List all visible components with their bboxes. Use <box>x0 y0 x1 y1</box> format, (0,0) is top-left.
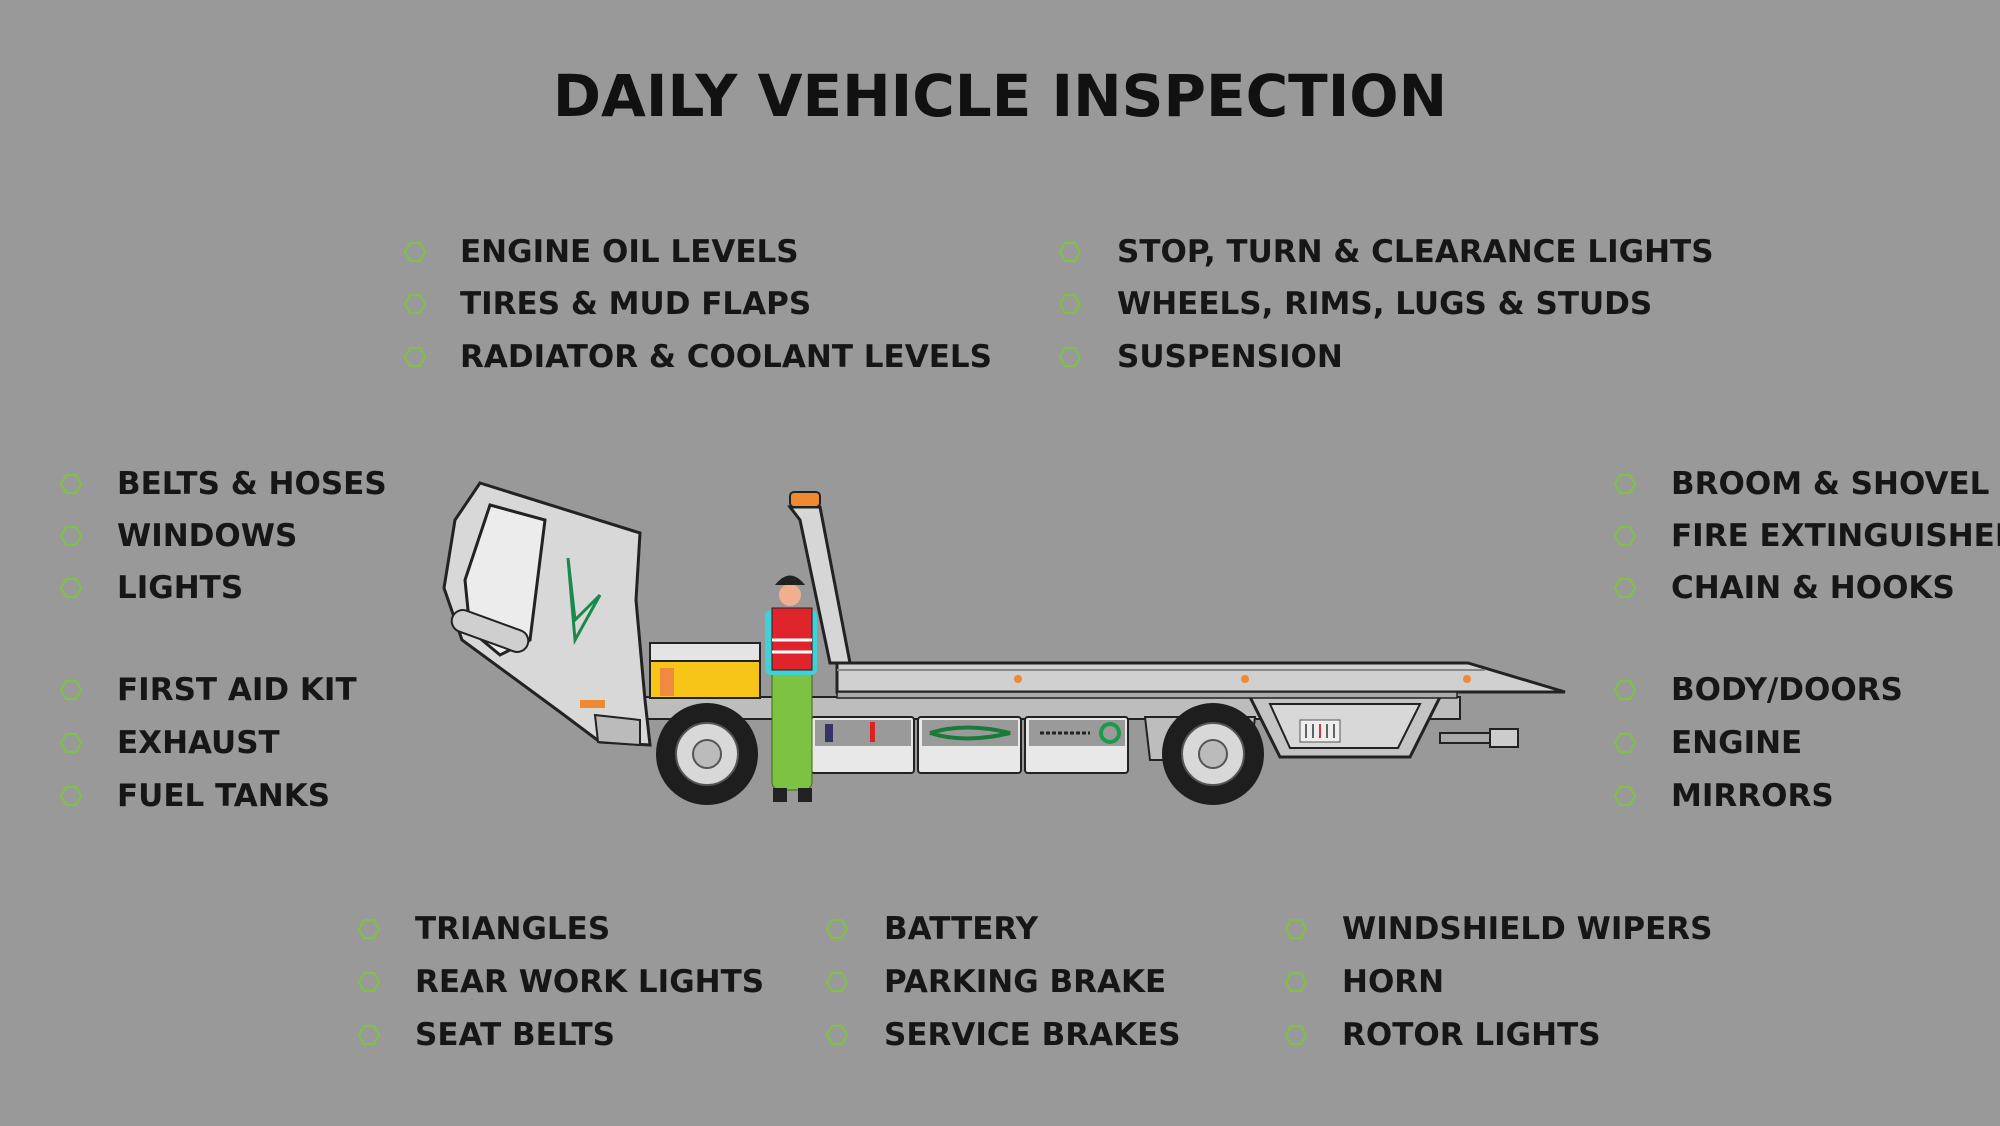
hexagon-checkbox-icon[interactable] <box>404 347 426 367</box>
flatbed-deck <box>835 661 1566 694</box>
checklist-item-label: BROOM & SHOVEL <box>1671 466 1990 502</box>
hexagon-checkbox-icon[interactable] <box>404 242 426 262</box>
hexagon-checkbox-icon[interactable] <box>1614 680 1636 700</box>
hexagon-checkbox-icon[interactable] <box>826 919 848 939</box>
hexagon-checkbox-icon[interactable] <box>60 733 82 753</box>
checklist-item-label: WHEELS, RIMS, LUGS & STUDS <box>1117 286 1653 322</box>
hexagon-checkbox-icon[interactable] <box>1059 294 1081 314</box>
hexagon-checkbox-icon[interactable] <box>826 1025 848 1045</box>
hexagon-checkbox-icon[interactable] <box>358 972 380 992</box>
tow-hitch <box>1439 732 1496 744</box>
hexagon-checkbox-icon[interactable] <box>1614 526 1636 546</box>
tow-truck-illustration <box>442 481 1566 805</box>
beacon-light <box>789 491 821 508</box>
worker-figure <box>765 575 817 802</box>
checklist-item-label: REAR WORK LIGHTS <box>415 964 765 1000</box>
checklist-item-label: TRIANGLES <box>415 911 611 947</box>
checklist-item-label: ENGINE OIL LEVELS <box>460 234 799 270</box>
hexagon-checkbox-icon[interactable] <box>1614 578 1636 598</box>
page-title: DAILY VEHICLE INSPECTION <box>552 62 1448 130</box>
checklist-item-label: BATTERY <box>884 911 1039 947</box>
checklist-item-label: FIRST AID KIT <box>117 672 357 708</box>
checklist-item-label: WINDOWS <box>117 518 298 554</box>
hexagon-checkbox-icon[interactable] <box>1059 347 1081 367</box>
hexagon-checkbox-icon[interactable] <box>1059 242 1081 262</box>
checklist-item-label: BODY/DOORS <box>1671 672 1903 708</box>
hexagon-checkbox-icon[interactable] <box>358 1025 380 1045</box>
checklist-item-label: CHAIN & HOOKS <box>1671 570 1955 606</box>
hexagon-checkbox-icon[interactable] <box>60 578 82 598</box>
checklist-item-label: FUEL TANKS <box>117 778 331 814</box>
checklist-item-label: LIGHTS <box>117 570 244 606</box>
checklist-item-label: SEAT BELTS <box>415 1017 615 1053</box>
hexagon-checkbox-icon[interactable] <box>358 919 380 939</box>
checklist-item-label: WINDSHIELD WIPERS <box>1342 911 1713 947</box>
checklist-item-label: STOP, TURN & CLEARANCE LIGHTS <box>1117 234 1714 270</box>
toolboxes <box>810 716 1129 774</box>
mirror <box>450 609 530 653</box>
hexagon-checkbox-icon[interactable] <box>1614 474 1636 494</box>
hexagon-checkbox-icon[interactable] <box>60 474 82 494</box>
checklist-item-label: FIRE EXTINGUISHER <box>1671 518 2000 554</box>
checklist-item-label: EXHAUST <box>117 725 280 761</box>
checklist-item-label: ROTOR LIGHTS <box>1342 1017 1601 1053</box>
checklist-item-label: BELTS & HOSES <box>117 466 387 502</box>
hexagon-checkbox-icon[interactable] <box>1614 733 1636 753</box>
checklist-item-label: ENGINE <box>1671 725 1803 761</box>
hexagon-checkbox-icon[interactable] <box>404 294 426 314</box>
checklist-item-label: TIRES & MUD FLAPS <box>460 286 812 322</box>
checklist-item-label: HORN <box>1342 964 1445 1000</box>
hexagon-checkbox-icon[interactable] <box>1285 972 1307 992</box>
hexagon-checkbox-icon[interactable] <box>60 680 82 700</box>
checklist-item-label: MIRRORS <box>1671 778 1834 814</box>
checklist-item-label: SERVICE BRAKES <box>884 1017 1181 1053</box>
hexagon-checkbox-icon[interactable] <box>1285 919 1307 939</box>
hexagon-checkbox-icon[interactable] <box>1614 786 1636 806</box>
hexagon-checkbox-icon[interactable] <box>60 526 82 546</box>
hexagon-checkbox-icon[interactable] <box>826 972 848 992</box>
hexagon-checkbox-icon[interactable] <box>60 786 82 806</box>
front-wheel <box>656 703 758 805</box>
checklist-item-label: SUSPENSION <box>1117 339 1343 375</box>
checklist-item-label: PARKING BRAKE <box>884 964 1167 1000</box>
rear-wheel <box>1162 703 1264 805</box>
hexagon-checkbox-icon[interactable] <box>1285 1025 1307 1045</box>
checklist-item-label: RADIATOR & COOLANT LEVELS <box>460 339 992 375</box>
